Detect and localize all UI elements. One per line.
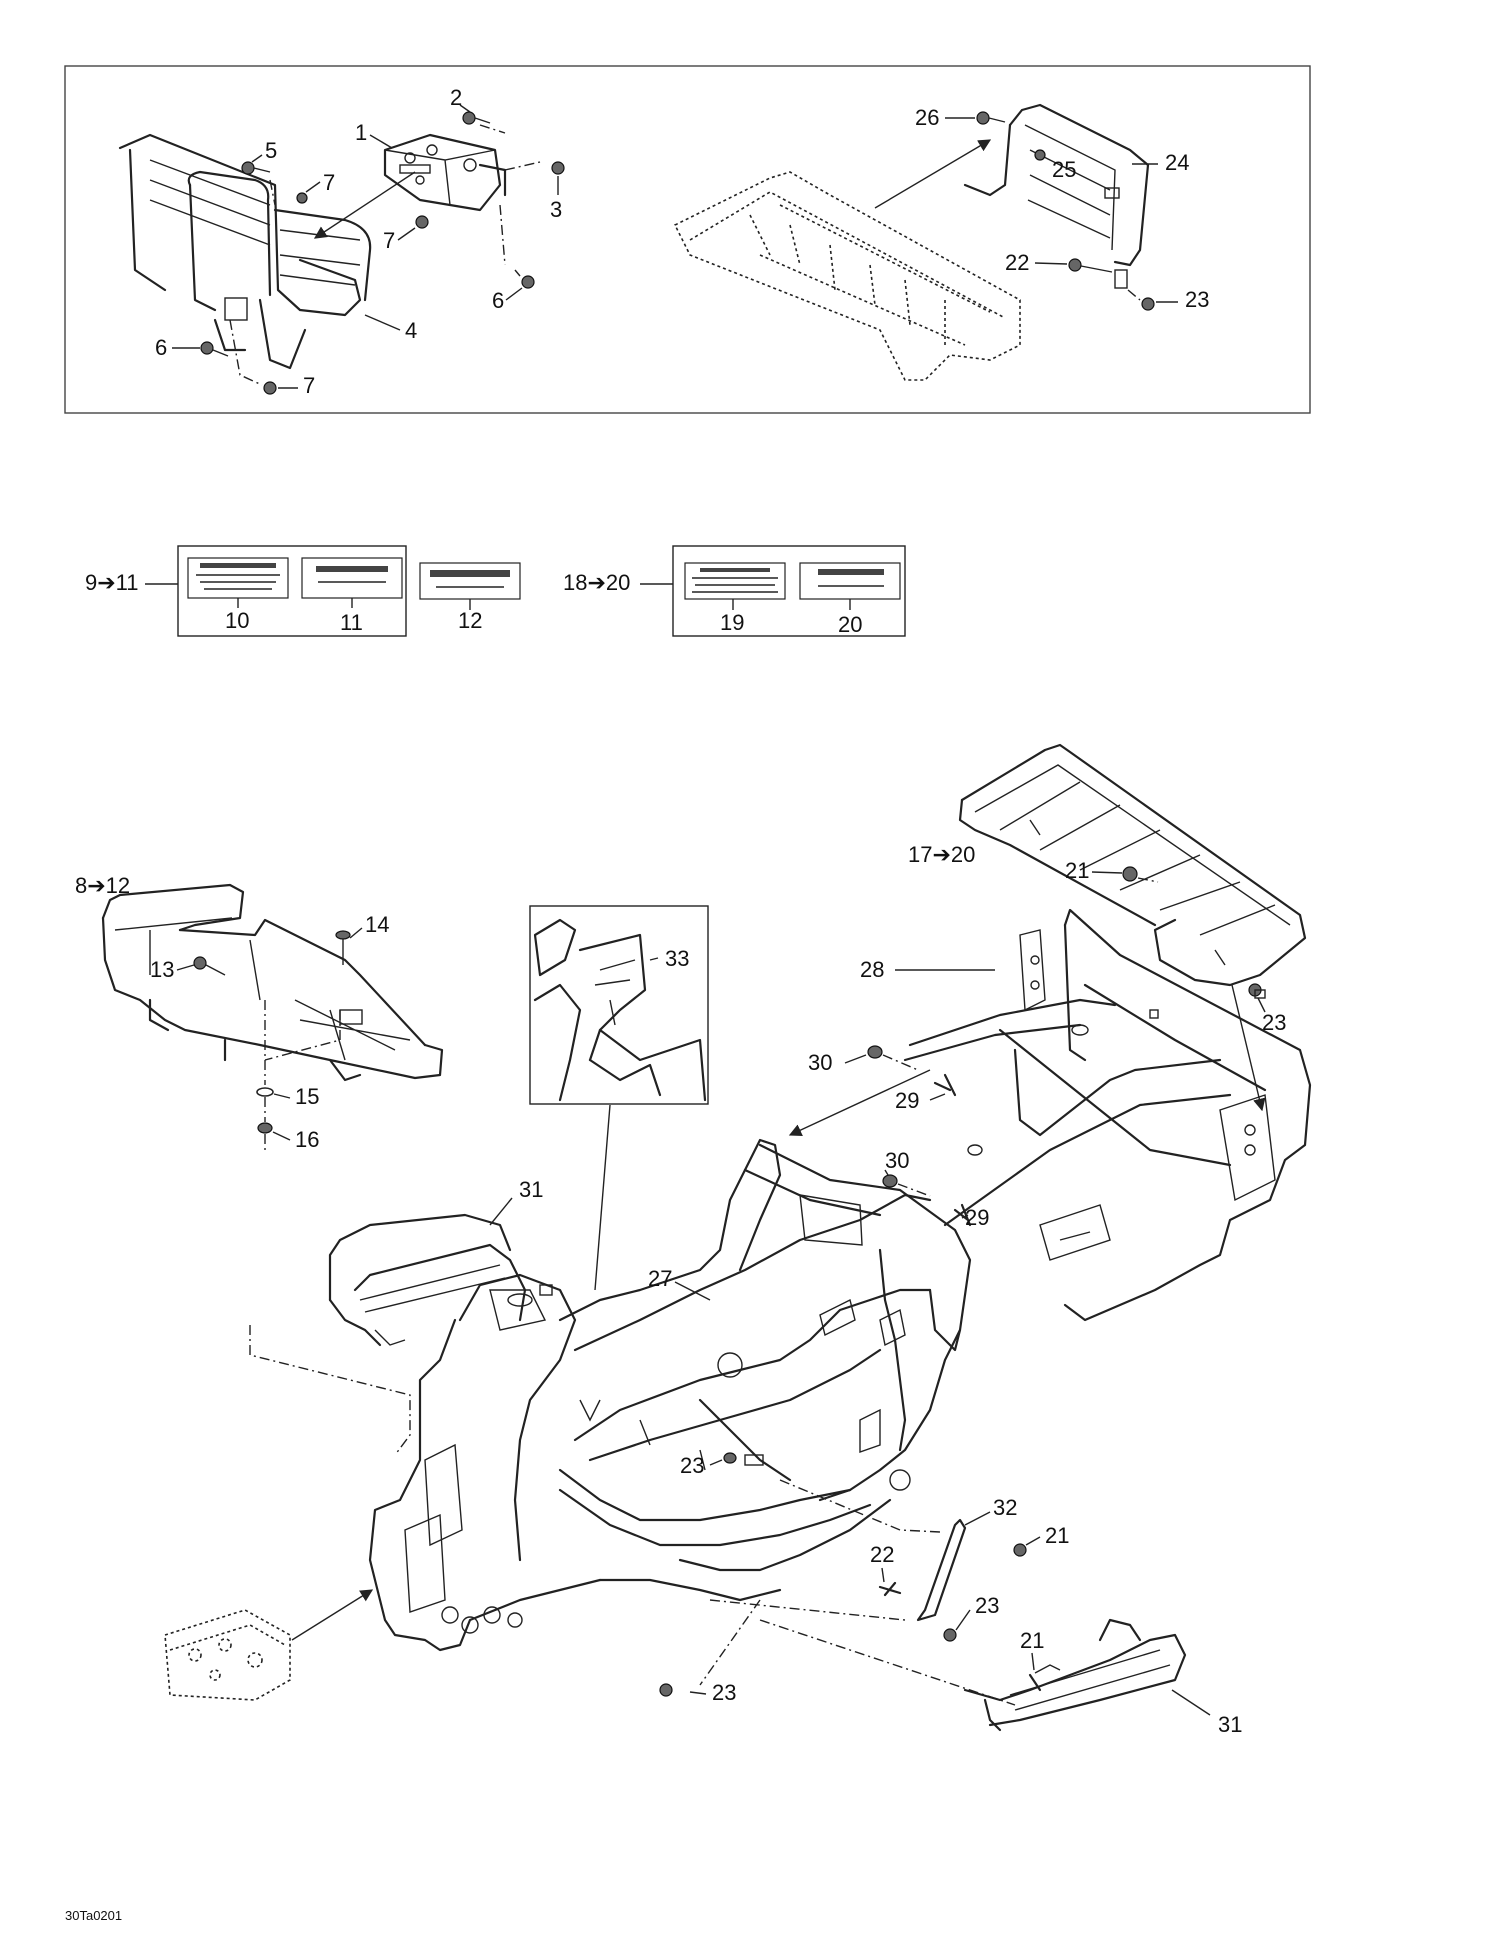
bumper-bracket <box>383 133 507 212</box>
callout-10: 10 <box>225 608 249 633</box>
callout-28: 28 <box>860 957 884 982</box>
callout-25: 25 <box>1052 157 1076 182</box>
callout-15: 15 <box>295 1084 319 1109</box>
callout-23b: 23 <box>1262 1010 1286 1035</box>
main-frame <box>368 1138 972 1652</box>
callout-21b: 21 <box>1045 1523 1069 1548</box>
callout-4: 4 <box>405 318 417 343</box>
top-panel-labels: 1 2 3 4 5 6 6 7 7 7 24 25 26 22 23 <box>155 85 1209 398</box>
callout-21c: 21 <box>1020 1628 1044 1653</box>
callout-11: 11 <box>340 610 363 635</box>
callout-17-20: 17➔20 <box>908 842 975 867</box>
front-bumper <box>118 133 372 370</box>
decal-set-right: 18➔20 19 20 <box>563 545 906 637</box>
decal-set-left: 9➔11 10 11 <box>85 545 407 637</box>
front-bracket-lower <box>164 1609 291 1701</box>
callout-31b: 31 <box>1218 1712 1242 1737</box>
top-hardware <box>200 111 565 395</box>
callout-23e: 23 <box>712 1680 736 1705</box>
callout-6b: 6 <box>155 335 167 360</box>
subframe-hardware <box>867 1045 972 1227</box>
callout-6a: 6 <box>492 288 504 313</box>
figure-code: 30Ta0201 <box>65 1908 122 1923</box>
front-rack-hardware <box>193 930 351 1150</box>
callout-26: 26 <box>915 105 939 130</box>
callout-22b: 22 <box>870 1542 894 1567</box>
rear-rack-lower <box>958 743 1307 987</box>
backrest-hardware <box>976 111 1155 311</box>
arrow-subframe-to-frame <box>788 1069 931 1136</box>
callout-21a: 21 <box>1065 858 1089 883</box>
callout-30b: 30 <box>885 1148 909 1173</box>
strut-32 <box>659 1452 1042 1706</box>
callout-5: 5 <box>265 138 277 163</box>
callout-27: 27 <box>648 1266 672 1291</box>
callout-33: 33 <box>665 946 689 971</box>
rear-subframe <box>903 908 1312 1322</box>
callout-7b: 7 <box>383 228 395 253</box>
callout-24: 24 <box>1165 150 1189 175</box>
arrow-rear-rack-to-frame <box>1231 984 1266 1112</box>
inset-leader <box>594 1104 611 1291</box>
callout-31a: 31 <box>519 1177 543 1202</box>
arrow-bracket-to-bumper <box>313 171 416 239</box>
rear-rack-outline <box>673 171 1021 381</box>
decal-12: 12 <box>419 562 521 633</box>
callout-14: 14 <box>365 912 389 937</box>
callout-23d: 23 <box>975 1593 999 1618</box>
callout-9-11: 9➔11 <box>85 570 139 595</box>
callout-7c: 7 <box>303 373 315 398</box>
detail-inset <box>529 905 709 1105</box>
callout-32: 32 <box>993 1495 1017 1520</box>
footrest-left <box>249 1213 527 1456</box>
callout-23c: 23 <box>680 1453 704 1478</box>
callout-23a: 23 <box>1185 287 1209 312</box>
footrest-right <box>963 1618 1187 1732</box>
callout-22a: 22 <box>1005 250 1029 275</box>
front-rack <box>101 883 444 1082</box>
callout-13: 13 <box>150 957 174 982</box>
callout-19: 19 <box>720 610 744 635</box>
callout-12: 12 <box>458 608 482 633</box>
callout-1: 1 <box>355 120 367 145</box>
callout-20: 20 <box>838 612 862 637</box>
callout-8-12: 8➔12 <box>75 873 130 898</box>
arrow-bracket-to-frame <box>291 1589 374 1641</box>
callout-7a: 7 <box>323 170 335 195</box>
callout-2: 2 <box>450 85 462 110</box>
callout-3: 3 <box>550 197 562 222</box>
callout-18-20: 18➔20 <box>563 570 630 595</box>
callout-29b: 29 <box>965 1205 989 1230</box>
top-panel-frame <box>64 65 1311 414</box>
callout-30a: 30 <box>808 1050 832 1075</box>
arrow-rack-to-backrest <box>874 139 992 209</box>
rear-backrest <box>963 103 1150 289</box>
rear-rack-hardware <box>1122 866 1262 997</box>
callout-29a: 29 <box>895 1088 919 1113</box>
callout-16: 16 <box>295 1127 319 1152</box>
